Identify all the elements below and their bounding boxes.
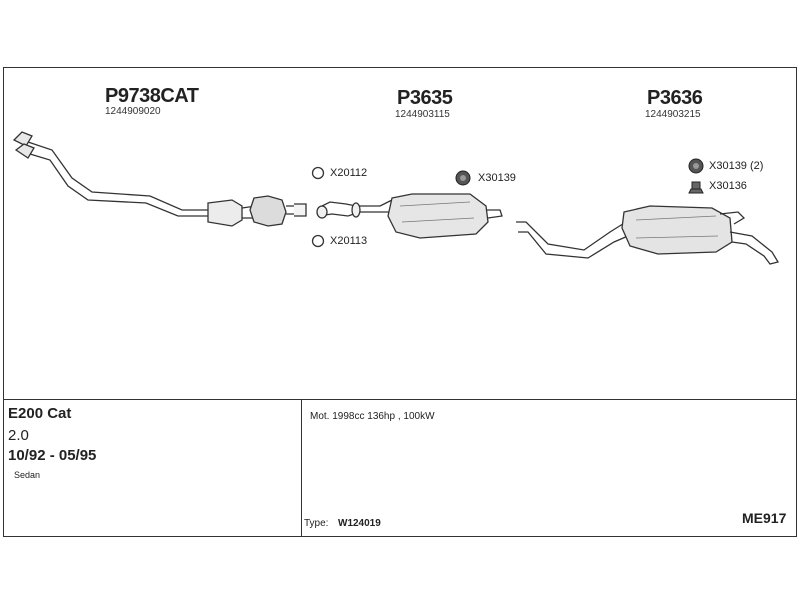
divider-vertical xyxy=(301,399,302,536)
accessory-label: X30139 (2) xyxy=(709,160,764,172)
part-code-front-pipe: P9738CAT xyxy=(105,85,199,107)
type-label: Type: xyxy=(304,518,329,529)
production-period: 10/92 - 05/95 xyxy=(8,447,97,464)
part-code-rear-silencer: P3636 xyxy=(647,87,703,109)
vehicle-model: E200 Cat xyxy=(8,405,72,422)
rubber-hanger-icon xyxy=(455,170,471,186)
rubber-hanger-icon xyxy=(688,158,704,174)
body-type: Sedan xyxy=(14,470,41,480)
part-code-middle-silencer: P3635 xyxy=(397,87,453,109)
engine-size: 2.0 xyxy=(8,427,29,444)
ring-clamp-icon xyxy=(311,234,325,248)
accessory-label: X20113 xyxy=(330,235,368,247)
middle-silencer-drawing xyxy=(316,193,503,239)
accessory-label: X30139 xyxy=(478,172,516,184)
drawing-code: ME917 xyxy=(742,510,787,526)
ring-clamp-icon xyxy=(311,166,325,180)
front-pipe-catalyst-drawing xyxy=(12,131,307,227)
rear-silencer-drawing xyxy=(516,205,780,265)
accessory-label: X20112 xyxy=(330,167,368,179)
divider-horizontal xyxy=(4,399,796,400)
type-value: W124019 xyxy=(338,518,381,529)
mounting-bracket-icon xyxy=(688,181,704,194)
accessory-label: X30136 xyxy=(709,180,747,192)
motor-spec: Mot. 1998cc 136hp , 100kW xyxy=(310,411,435,422)
drawing-frame xyxy=(3,67,797,537)
part-number-middle-silencer: 1244903115 xyxy=(395,109,450,120)
part-number-front-pipe: 1244909020 xyxy=(105,106,161,117)
part-number-rear-silencer: 1244903215 xyxy=(645,109,701,120)
